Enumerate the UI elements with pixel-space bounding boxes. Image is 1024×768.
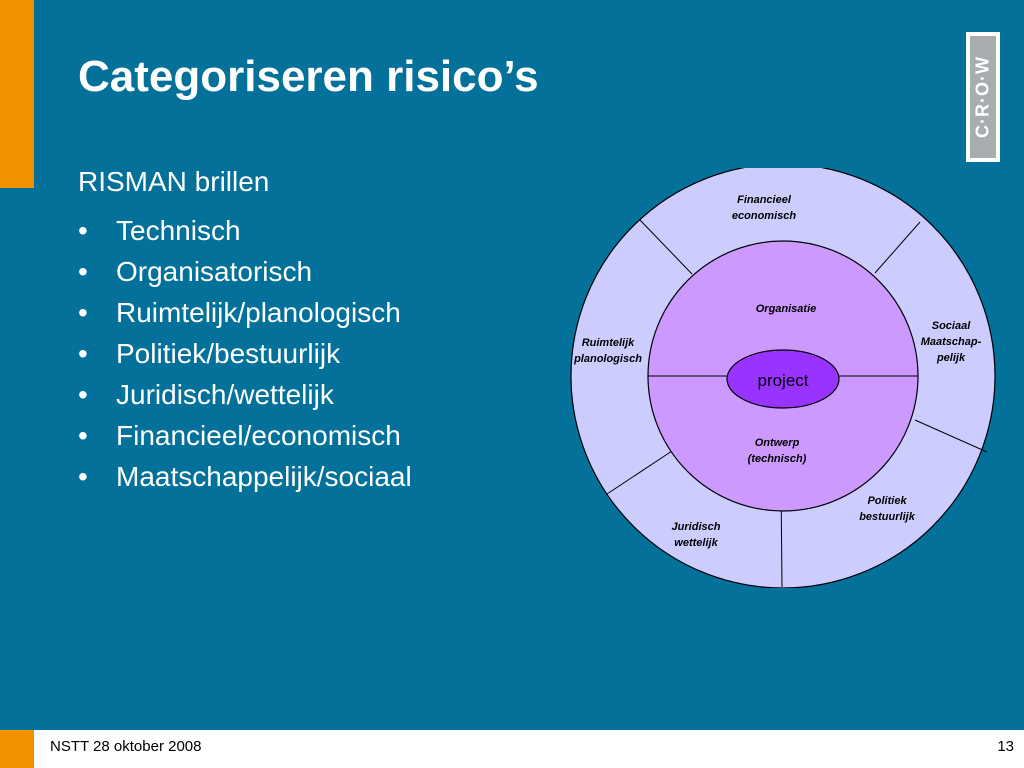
outer-label-bottom-right-1: Politiek	[867, 495, 907, 507]
list-item: • Politiek/bestuurlijk	[78, 333, 412, 374]
list-item: • Financieel/economisch	[78, 415, 412, 456]
bullet-dot-icon: •	[78, 379, 88, 410]
list-item-label: Politiek/bestuurlijk	[116, 338, 341, 369]
page-number: 13	[997, 738, 1014, 755]
bullet-dot-icon: •	[78, 420, 88, 451]
slide-title: Categoriseren risico’s	[78, 52, 539, 101]
inner-label-bottom-1: Ontwerp	[755, 437, 800, 449]
orange-accent-bar	[0, 0, 34, 188]
list-item: • Organisatorisch	[78, 251, 412, 292]
list-item-label: Organisatorisch	[116, 256, 313, 287]
risk-category-diagram: project Organisatie Ontwerp (technisch) …	[570, 168, 996, 588]
outer-label-bottom-left-1: Juridisch	[672, 521, 721, 533]
list-item-label: Maatschappelijk/sociaal	[116, 461, 412, 492]
outer-label-top-2: economisch	[732, 210, 796, 222]
outer-label-right-3: pelijk	[936, 352, 966, 364]
outer-label-right-2: Maatschap-	[921, 336, 982, 348]
outer-label-right-1: Sociaal	[932, 320, 971, 332]
orange-footer-accent	[0, 730, 34, 768]
list-item: • Ruimtelijk/planologisch	[78, 292, 412, 333]
list-item-label: Juridisch/wettelijk	[116, 379, 334, 410]
bullet-dot-icon: •	[78, 338, 88, 369]
center-label: project	[757, 371, 808, 390]
outer-label-top-1: Financieel	[737, 194, 792, 206]
outer-label-left-1: Ruimtelijk	[582, 337, 635, 349]
list-item-label: Ruimtelijk/planologisch	[116, 297, 401, 328]
list-item: • Maatschappelijk/sociaal	[78, 456, 412, 497]
list-item: • Technisch	[78, 210, 412, 251]
footer-date: NSTT 28 oktober 2008	[50, 738, 202, 755]
list-item-label: Technisch	[116, 215, 241, 246]
crow-logo-text: C·R·O·W	[972, 56, 993, 138]
outer-divider-top-right	[874, 221, 921, 274]
bullet-dot-icon: •	[78, 461, 88, 492]
bullet-dot-icon: •	[78, 215, 88, 246]
outer-label-left-2: planologisch	[573, 353, 642, 365]
bullet-dot-icon: •	[78, 297, 88, 328]
bullet-dot-icon: •	[78, 256, 88, 287]
intro-text: RISMAN brillen	[78, 166, 270, 197]
center-ellipse	[726, 349, 840, 409]
list-item: • Juridisch/wettelijk	[78, 374, 412, 415]
crow-logo: C·R·O·W	[966, 32, 1000, 162]
inner-label-top: Organisatie	[756, 303, 817, 315]
footer-bar: NSTT 28 oktober 2008 13	[34, 730, 1024, 768]
outer-divider-right	[914, 419, 988, 453]
inner-label-bottom-2: (technisch)	[748, 453, 807, 465]
outer-label-bottom-right-2: bestuurlijk	[859, 511, 916, 523]
list-item-label: Financieel/economisch	[116, 420, 401, 451]
outer-divider-left	[606, 448, 676, 495]
slide-content: RISMAN brillen • Technisch • Organisatoris…	[78, 162, 412, 497]
outer-label-bottom-left-2: wettelijk	[674, 537, 718, 549]
crow-logo-panel: C·R·O·W	[970, 36, 996, 158]
bullet-list: • Technisch • Organisatorisch • Ruimtelijk/…	[78, 210, 412, 497]
outer-divider-top-left	[639, 219, 693, 275]
